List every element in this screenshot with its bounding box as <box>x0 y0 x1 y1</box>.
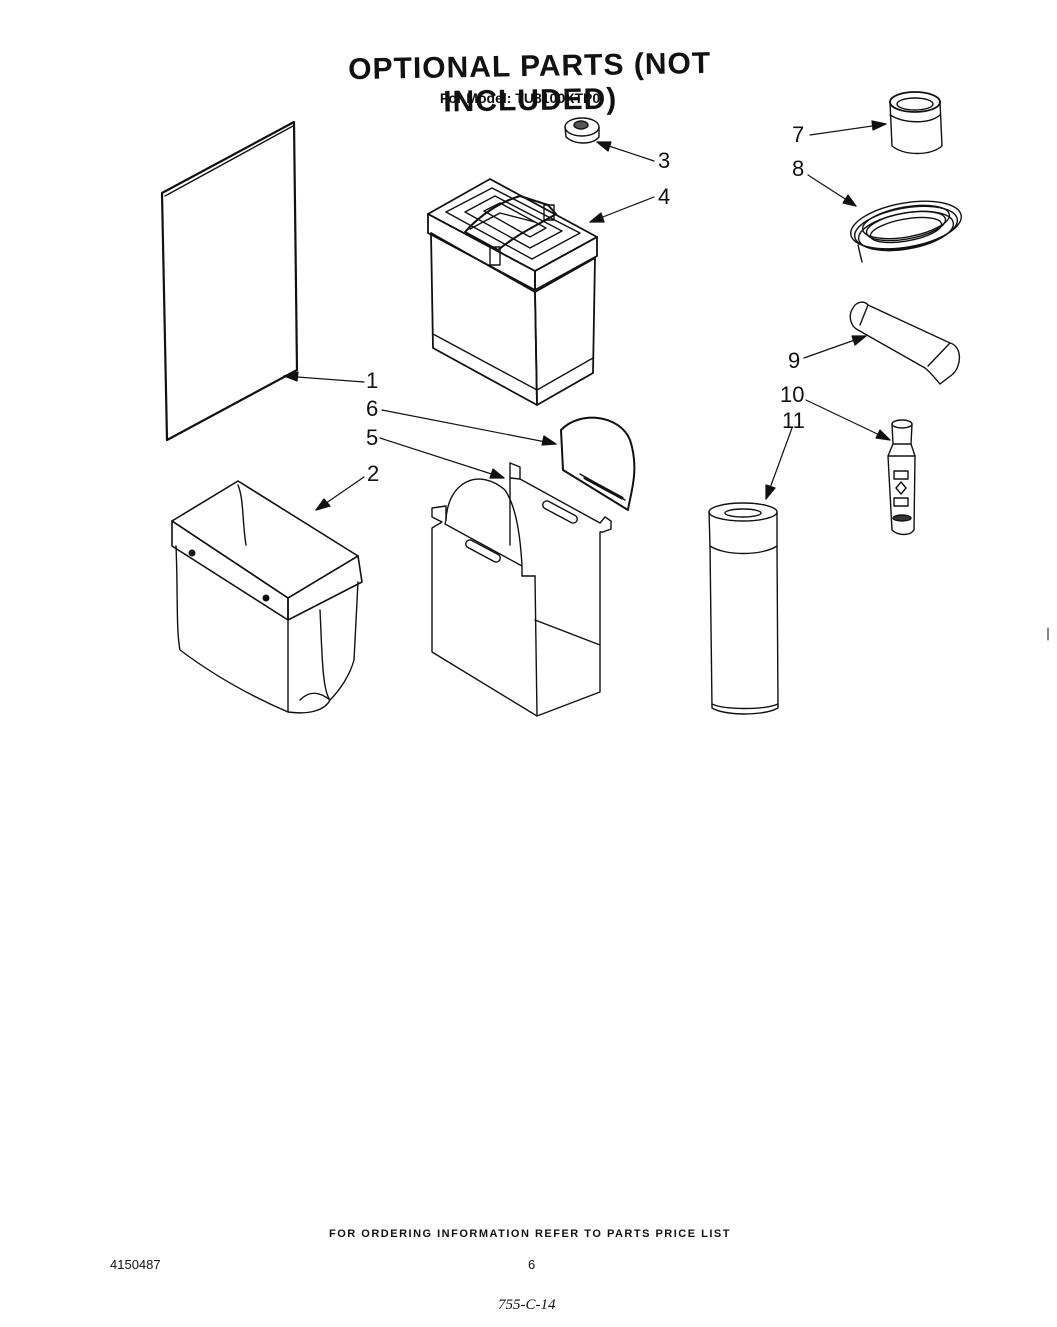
callout-8: 8 <box>792 156 805 181</box>
part-9-tube <box>850 302 959 384</box>
part-1-panel <box>162 122 297 440</box>
part-11-can <box>709 503 778 714</box>
part-6-cover <box>561 418 634 510</box>
leader-arrows <box>284 121 890 510</box>
part-8-cord <box>847 194 965 262</box>
part-2-bag <box>172 481 362 713</box>
callout-6: 6 <box>366 396 379 421</box>
handwritten-code: 755-C-14 <box>498 1297 556 1313</box>
part-5-holder <box>432 463 611 716</box>
ordering-note: FOR ORDERING INFORMATION REFER TO PARTS … <box>329 1228 731 1240</box>
document-number: 4150487 <box>110 1257 161 1272</box>
callout-11: 11 <box>782 408 805 433</box>
callout-4: 4 <box>658 184 671 209</box>
callout-9: 9 <box>788 348 801 373</box>
page-number: 6 <box>528 1257 536 1272</box>
callout-5: 5 <box>366 425 379 450</box>
part-10-fitting <box>888 420 915 535</box>
part-7-jar <box>890 92 942 154</box>
callout-1: 1 <box>366 368 379 393</box>
part-4-bucket <box>428 179 597 405</box>
callout-7: 7 <box>792 122 805 147</box>
callout-10: 10 <box>780 382 805 407</box>
part-3-cap <box>565 118 599 143</box>
callout-2: 2 <box>367 461 380 486</box>
model-subtitle: For Model: TU8100XTP0 <box>439 90 601 106</box>
callout-3: 3 <box>658 148 671 173</box>
